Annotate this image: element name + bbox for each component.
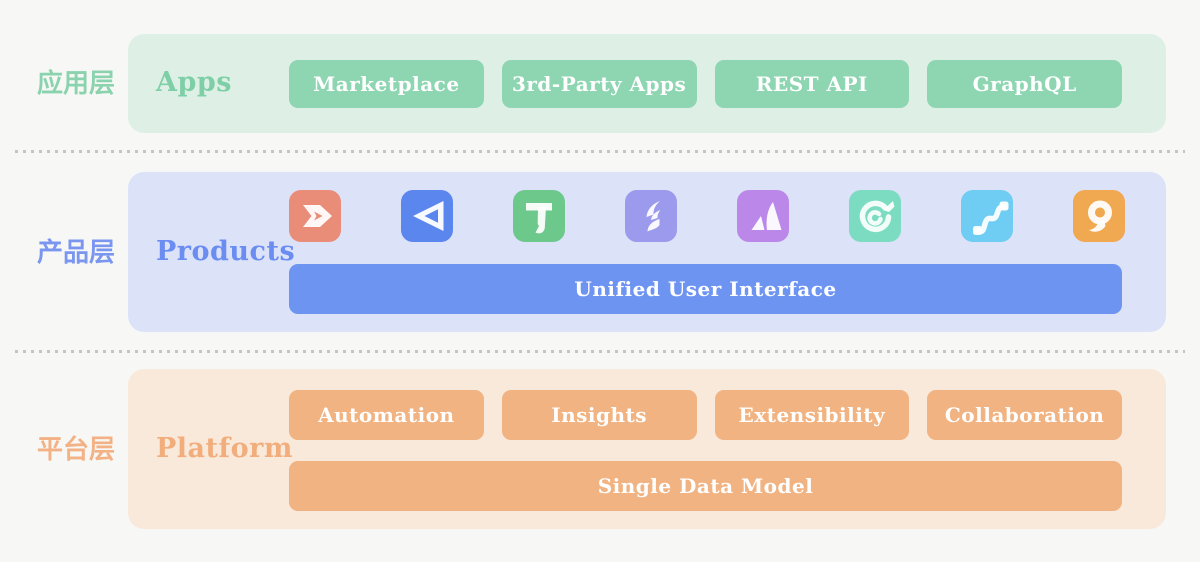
letter-a-icon [751, 202, 782, 230]
chip-extensibility: Extensibility [714, 390, 910, 440]
product-tile-6 [849, 190, 901, 242]
letter-q-icon [1088, 200, 1112, 232]
unified-user-interface-bar: Unified User Interface [289, 264, 1122, 314]
dotted-separator [15, 150, 1185, 153]
single-data-model-bar: Single Data Model [289, 461, 1122, 511]
chip-3rd-party-apps: 3rd-Party Apps [501, 60, 697, 108]
product-tile-3 [513, 190, 565, 242]
chip-insights: Insights [501, 390, 697, 440]
triangle-outline-icon [413, 201, 444, 231]
apps-layer-side-label: 应用层 [36, 68, 115, 98]
target-dart-icon [859, 200, 895, 233]
product-tile-7 [961, 190, 1013, 242]
chip-automation: Automation [289, 390, 484, 440]
chip-graphql: GraphQL [927, 60, 1122, 108]
letter-t-icon [526, 203, 552, 234]
product-tile-2 [401, 190, 453, 242]
chip-marketplace: Marketplace [289, 60, 484, 108]
product-icon-row [289, 190, 1125, 242]
product-tile-8 [1073, 190, 1125, 242]
chip-rest-api: REST API [714, 60, 910, 108]
platform-chip-row: Automation Insights Extensibility Collab… [289, 390, 1122, 440]
product-tile-1 [289, 190, 341, 242]
dotted-separator [15, 350, 1185, 353]
platform-title: Platform [156, 433, 293, 464]
products-layer-side-label: 产品层 [36, 237, 115, 267]
product-tile-5 [737, 190, 789, 242]
feather-icon [646, 201, 661, 232]
products-title: Products [156, 236, 296, 267]
chip-collaboration: Collaboration [927, 390, 1122, 440]
product-tile-4 [625, 190, 677, 242]
apps-chip-row: Marketplace 3rd-Party Apps REST API Grap… [289, 60, 1122, 108]
arrow-d-icon [303, 205, 332, 227]
apps-title: Apps [156, 67, 232, 98]
platform-layer-side-label: 平台层 [36, 434, 115, 464]
connector-curve-icon [973, 201, 1009, 235]
